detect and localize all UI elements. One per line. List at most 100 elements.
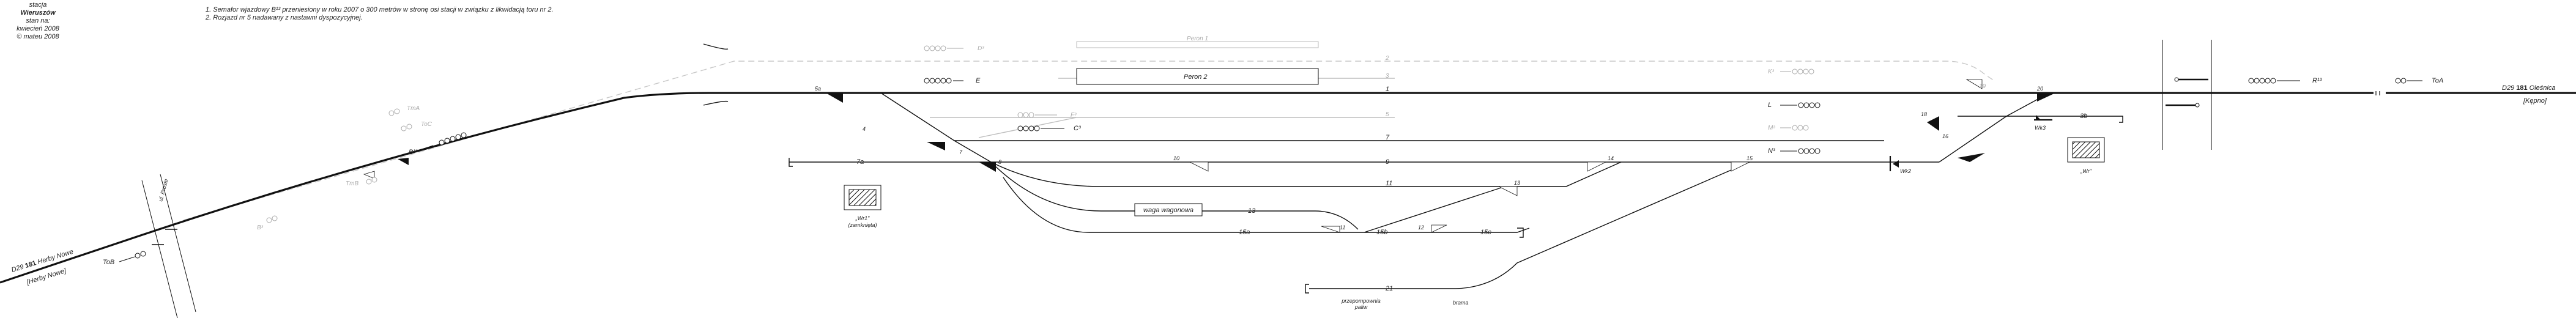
- svg-text:D29 181 Oleśnica: D29 181 Oleśnica: [2502, 84, 2555, 92]
- switch-7-marker: [927, 142, 945, 150]
- switch-10-marker: [1189, 161, 1209, 172]
- track-1-label: 1: [1386, 86, 1389, 93]
- switch-12-label: 12: [1418, 224, 1424, 231]
- switch-5a-label: 5a: [815, 86, 821, 92]
- platform-2-label: Peron 2: [1184, 73, 1208, 81]
- buffer-7a: [789, 158, 793, 167]
- track-15: [1003, 177, 1530, 233]
- signal-l-label: L: [1768, 102, 1772, 109]
- state-date: stan na: kwiecień 2008: [17, 17, 59, 32]
- switch-2-marker: [363, 171, 375, 179]
- route-right-km: [Kępno]: [2523, 97, 2547, 105]
- switch-7-label: 7: [959, 149, 963, 155]
- track-9-label: 9: [1386, 158, 1389, 166]
- track-11-label: 11: [1386, 180, 1392, 187]
- signal-n-label: N³: [1768, 147, 1775, 155]
- switch-12-marker: [1431, 224, 1447, 233]
- switch-20-label: 20: [2036, 86, 2043, 92]
- signal-tm-b-label: TmB: [346, 180, 358, 187]
- track-3-label: 3: [1386, 73, 1389, 80]
- route-left: D29 181 Herby Nowe [Herby Nowe]: [10, 248, 74, 287]
- switch-18-marker: [1927, 116, 1939, 131]
- track-21-label: 21: [1385, 285, 1393, 292]
- bracket-top: [703, 43, 729, 50]
- signal-n: N³: [1768, 147, 1821, 155]
- notes: 1. Semafor wjazdowy B¹³ przeniesiony w r…: [206, 6, 554, 22]
- signal-d: D³: [924, 45, 984, 52]
- bracket-bottom: [703, 100, 729, 106]
- signal-box-wr: „Wr": [2067, 137, 2105, 174]
- gate-label: brama: [1453, 300, 1469, 306]
- track-13-label: 13: [1248, 207, 1256, 215]
- station-name: Wieruszów: [20, 9, 56, 17]
- track-5-label: 5: [1386, 111, 1389, 118]
- signal-e-label: E: [976, 77, 981, 84]
- track-7a-label: 7a: [856, 158, 864, 166]
- signal-to-b: ToB: [103, 251, 146, 266]
- road-crossing-left: ul. Proste: [141, 174, 196, 318]
- box-wr-label: „Wr": [2080, 168, 2092, 174]
- switch-1-marker: [398, 158, 409, 165]
- signal-f-label: F³: [1071, 112, 1077, 119]
- switch-13-label: 13: [1514, 180, 1520, 186]
- signal-k: K³: [1768, 68, 1814, 75]
- switch-16-marker: [1958, 153, 1985, 162]
- switch-18-label: 18: [1921, 111, 1927, 117]
- track-3b-label: 3b: [2080, 113, 2087, 120]
- route-right-num: 181: [2516, 84, 2527, 92]
- note-2: 2. Rozjazd nr 5 nadawany z nastawni dysp…: [206, 14, 363, 21]
- wk3-label: Wk3: [2035, 125, 2046, 131]
- signal-c: C³: [1017, 125, 1081, 132]
- signal-g-gray: TmA TmB ToC B³: [257, 105, 432, 231]
- derailer-wk2: Wk2: [1889, 156, 1911, 174]
- depump-label-2: paliw: [1354, 304, 1368, 310]
- switch-19-label: 19: [1979, 83, 1986, 90]
- depump-label-1: przepompownia: [1341, 298, 1381, 304]
- switch-14-marker: [1587, 161, 1606, 172]
- station-prefix: stacja: [29, 1, 47, 9]
- platform-1-label: Peron 1: [1187, 35, 1208, 42]
- switch-11-label: 11: [1340, 224, 1345, 231]
- signal-r: R¹³: [2248, 77, 2322, 84]
- switch-13-marker: [1498, 186, 1518, 196]
- switch-8-marker: [979, 162, 996, 172]
- switch-10-label: 10: [1173, 155, 1179, 161]
- switch-4-label: 4: [863, 126, 866, 132]
- buffer-21: [1305, 284, 1309, 294]
- km-break: [2375, 91, 2380, 95]
- road-label: ul. Proste: [157, 178, 169, 202]
- switch-16-label: 16: [1942, 133, 1948, 139]
- track-15b-label: 15b: [1376, 229, 1387, 236]
- derailer-wk3: Wk3: [2034, 115, 2052, 131]
- wagon-scale-label: waga wagonowa: [1143, 207, 1193, 214]
- signal-to-b-label: ToB: [103, 259, 114, 266]
- signal-r-label: R¹³: [2312, 77, 2322, 84]
- switch-5a-marker: [826, 93, 843, 103]
- platform-2: [1076, 68, 1319, 85]
- buffer-15c: [1517, 227, 1524, 238]
- signal-b3-label: B³: [257, 224, 264, 231]
- note-1: 1. Semafor wjazdowy B¹³ przeniesiony w r…: [206, 6, 554, 13]
- signal-m: M³: [1768, 125, 1809, 131]
- route-left-km: [Herby Nowe]: [25, 267, 67, 287]
- switch-8-label: 8: [998, 159, 1001, 165]
- signal-b: B¹³: [409, 132, 467, 156]
- main-line-1: [0, 92, 2576, 284]
- signal-m-label: M³: [1768, 125, 1775, 131]
- track-11: [954, 140, 1622, 187]
- track-3b: [1958, 116, 2123, 123]
- switch-15-marker: [1731, 161, 1750, 172]
- signal-l: L: [1768, 102, 1821, 109]
- signal-to-c-label: ToC: [421, 121, 432, 128]
- signal-k-label: K³: [1768, 68, 1775, 75]
- track-7-label: 7: [1386, 134, 1390, 141]
- switch-19-marker: [1965, 79, 1983, 89]
- route-left-code: D29: [10, 263, 24, 273]
- track-15c-label: 15c: [1480, 229, 1491, 236]
- header-block: stacja Wieruszów stan na: kwiecień 2008 …: [13, 1, 62, 41]
- wk2-label: Wk2: [1900, 168, 1911, 174]
- signal-c-label: C³: [1074, 125, 1081, 132]
- track-5-removed: [930, 117, 1395, 138]
- track-21: [1309, 161, 1750, 289]
- switch-markers: 5a 7 8 4 10 14 13 11 12 15 18 20 19 16: [363, 79, 2055, 233]
